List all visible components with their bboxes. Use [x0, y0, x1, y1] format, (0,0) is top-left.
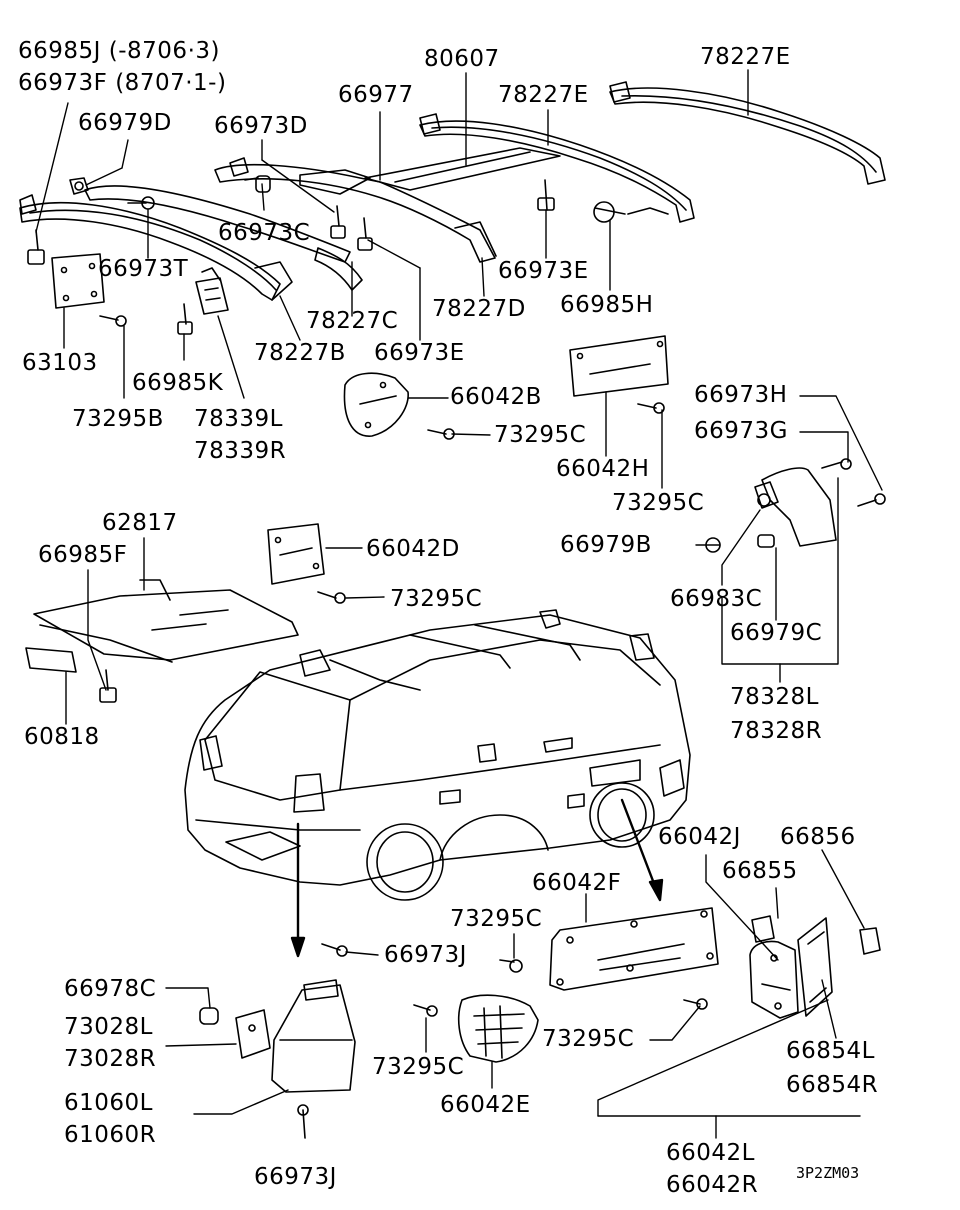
panel-66042H	[570, 336, 668, 396]
roof-rail-78227B	[20, 195, 292, 300]
part-label-66042F: 66042F	[532, 870, 622, 896]
part-label-66042L: 66042L	[666, 1140, 755, 1166]
part-label-78328R: 78328R	[730, 718, 823, 744]
part-label-66985F: 66985F	[38, 542, 128, 568]
part-label-60818: 60818	[24, 724, 100, 750]
part-label-73295C-right: 73295C	[612, 490, 705, 516]
part-label-73295C-upper: 73295C	[390, 586, 483, 612]
roof-rail-78227E-front	[420, 114, 694, 222]
bracket-60818	[26, 648, 76, 672]
fastener-66985F	[100, 670, 116, 702]
part-label-66973G: 66973G	[694, 418, 788, 444]
part-label-78339R: 78339R	[194, 438, 287, 464]
part-label-66042E: 66042E	[440, 1092, 531, 1118]
misc-screws-top	[100, 304, 192, 334]
roof-center-pad-80607	[300, 148, 560, 194]
roof-fasteners	[28, 176, 668, 264]
part-label-66985K: 66985K	[132, 370, 224, 396]
panel-66042D	[268, 524, 324, 584]
part-label-78328L: 78328L	[730, 684, 819, 710]
part-label-73028R: 73028R	[64, 1046, 157, 1072]
part-label-66985H: 66985H	[560, 292, 654, 318]
lamp-61060	[272, 980, 355, 1092]
part-label-66042H: 66042H	[556, 456, 650, 482]
part-label-66977: 66977	[338, 82, 414, 108]
panel-66042E	[459, 995, 538, 1062]
part-label-73295C-mid: 73295C	[494, 422, 587, 448]
part-label-73295C-lower: 73295C	[450, 906, 543, 932]
screws-mid	[318, 403, 664, 603]
callout-arrows	[292, 800, 662, 956]
bracket-78339	[196, 268, 228, 314]
part-label-61060R: 61060R	[64, 1122, 157, 1148]
plate-63103	[52, 254, 104, 308]
part-label-66854R: 66854R	[786, 1072, 879, 1098]
roof-rail-78227D	[215, 158, 496, 262]
part-label-73028L: 73028L	[64, 1014, 153, 1040]
part-label-73295C-bottom-right: 73295C	[542, 1026, 635, 1052]
part-label-66973T: 66973T	[98, 256, 189, 282]
garnish-66854	[798, 918, 832, 1016]
part-label-66042J: 66042J	[658, 824, 741, 850]
part-label-66042D: 66042D	[366, 536, 460, 562]
clips-lower	[298, 916, 880, 1138]
part-label-66985J: 66985J (-8706·3)	[18, 38, 220, 64]
part-label-66979D: 66979D	[78, 110, 172, 136]
part-label-66042R: 66042R	[666, 1172, 759, 1198]
clips-right	[706, 459, 885, 552]
clip-66978C	[200, 1008, 218, 1024]
part-label-66856: 66856	[780, 824, 856, 850]
part-label-78227E-front: 78227E	[498, 82, 589, 108]
panel-66042B	[344, 373, 408, 436]
part-label-66973F: 66973F (8707·1-)	[18, 70, 227, 96]
part-label-63103: 63103	[22, 350, 98, 376]
part-label-78227B: 78227B	[254, 340, 346, 366]
diagram-code: 3P2ZM03	[796, 1164, 860, 1182]
part-label-66973E-left: 66973E	[374, 340, 465, 366]
part-label-78227C: 78227C	[306, 308, 399, 334]
part-label-78339L: 78339L	[194, 406, 283, 432]
leader-lines	[36, 70, 882, 1138]
part-label-66854L: 66854L	[786, 1038, 875, 1064]
part-label-78227E-rear: 78227E	[700, 44, 791, 70]
part-label-80607: 80607	[424, 46, 500, 72]
part-label-66973J-lower: 66973J	[254, 1164, 337, 1190]
part-label-73295B: 73295B	[72, 406, 164, 432]
part-label-66978C: 66978C	[64, 976, 157, 1002]
vehicle-body	[185, 610, 690, 900]
part-label-66979B: 66979B	[560, 532, 652, 558]
garnish-78328	[755, 468, 836, 546]
floor-bracket-62817	[34, 580, 298, 662]
part-label-78227D: 78227D	[432, 296, 526, 322]
part-label-66855: 66855	[722, 858, 798, 884]
part-label-66973D: 66973D	[214, 113, 308, 139]
part-label-66983C: 66983C	[670, 586, 763, 612]
roof-rail-78227E-rear	[610, 82, 885, 184]
bracket-73028	[236, 1010, 270, 1058]
part-label-66973H: 66973H	[694, 382, 788, 408]
part-label-73295C-bottom-left: 73295C	[372, 1054, 465, 1080]
part-label-66973J-upper: 66973J	[384, 942, 467, 968]
part-label-62817: 62817	[102, 510, 178, 536]
panel-66042F	[550, 908, 718, 990]
part-label-66973E-right: 66973E	[498, 258, 589, 284]
part-label-66973C: 66973C	[218, 220, 311, 246]
part-label-61060L: 61060L	[64, 1090, 153, 1116]
panel-66042L-R	[750, 942, 798, 1018]
part-label-66979C: 66979C	[730, 620, 823, 646]
part-label-66042B: 66042B	[450, 384, 542, 410]
